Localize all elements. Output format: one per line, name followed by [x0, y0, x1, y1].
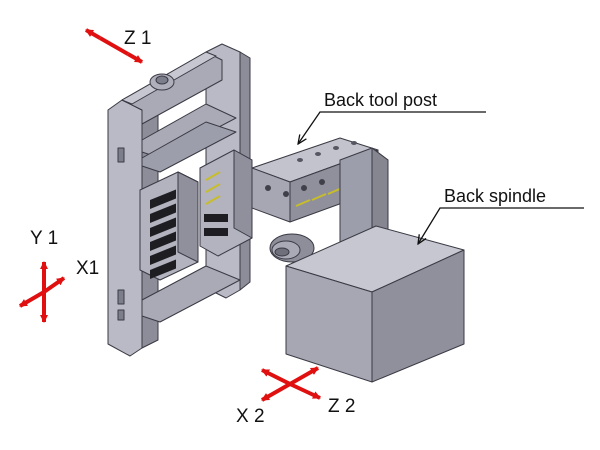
back-spindle-label: Back spindle	[444, 186, 546, 206]
y1-axis-label: Y 1	[30, 228, 58, 249]
tool-inserts-left	[150, 189, 176, 279]
gang-tool-block-right	[199, 149, 253, 257]
back-tool-post-leader	[298, 111, 486, 144]
z2-axis-label: Z 2	[328, 396, 355, 417]
back-spindle-leader	[418, 207, 584, 244]
z1-axis-label: Z 1	[124, 28, 151, 49]
gang-tool-block-left	[139, 171, 199, 281]
y1-x1-axis-arrows	[18, 261, 66, 323]
back-tool-post-label: Back tool post	[324, 90, 437, 110]
x1-axis-label: X1	[76, 258, 99, 279]
x2-z2-axis-arrows	[261, 366, 321, 402]
back-spindle	[269, 147, 465, 383]
x2-axis-label: X 2	[236, 406, 265, 427]
z1-axis-arrow	[85, 28, 143, 64]
tool-tips-front	[205, 171, 221, 205]
